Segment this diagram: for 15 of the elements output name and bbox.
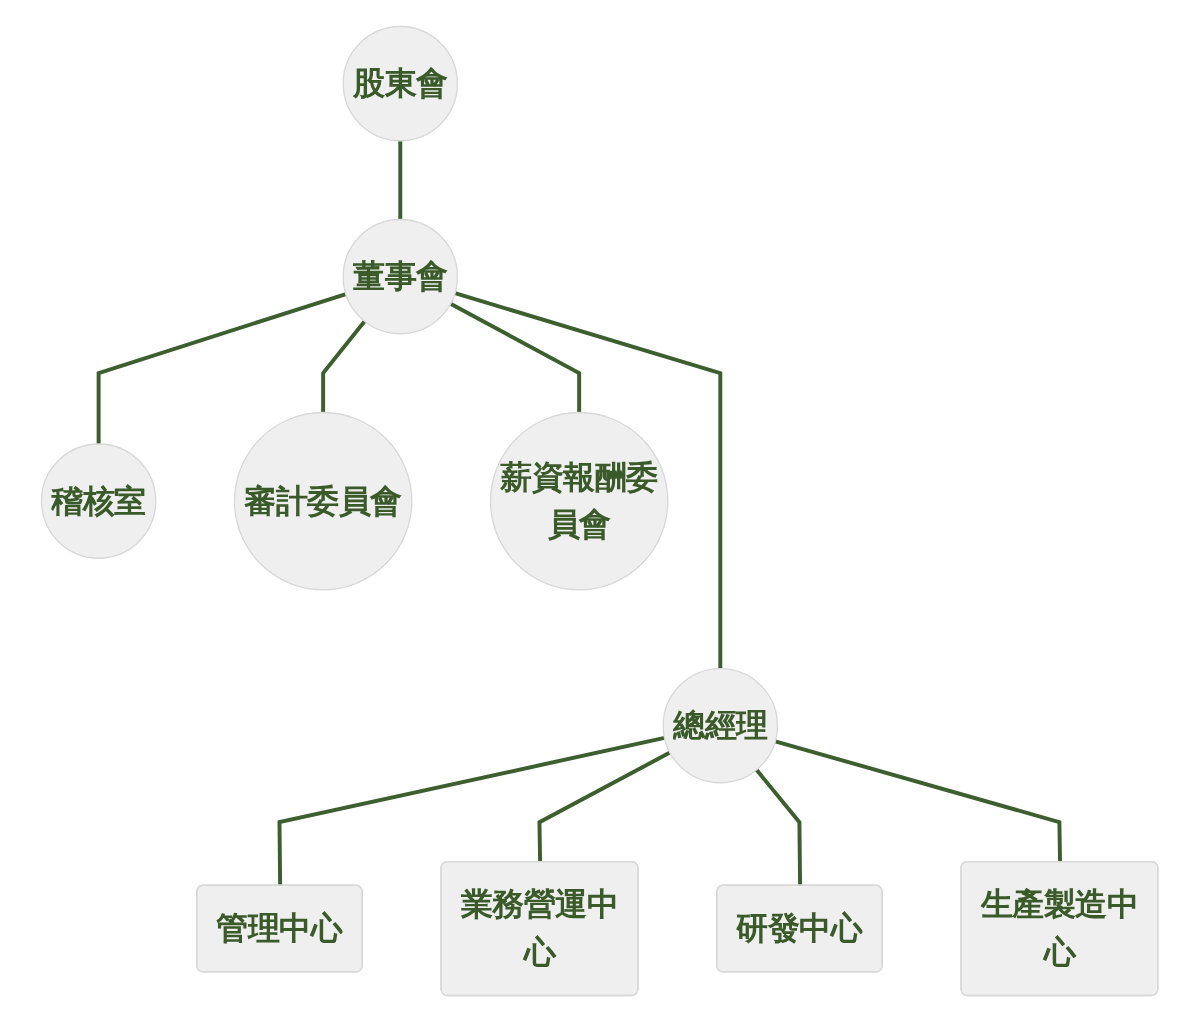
connector [398,140,403,219]
node-circle: 稽核室 [41,442,157,559]
node-circle: 股東會 [342,25,459,141]
connector [321,319,367,412]
connector [96,291,347,444]
connector [775,738,1063,862]
connector [277,735,666,886]
connector [537,750,672,862]
node-circle: 薪資報酬委員會 [490,411,669,590]
node-circle: 審計委員會 [234,411,413,590]
node-circle: 董事會 [342,218,459,334]
connector [449,301,582,412]
node-circle: 總經理 [662,667,779,783]
connector [454,290,723,669]
connector [755,768,803,886]
